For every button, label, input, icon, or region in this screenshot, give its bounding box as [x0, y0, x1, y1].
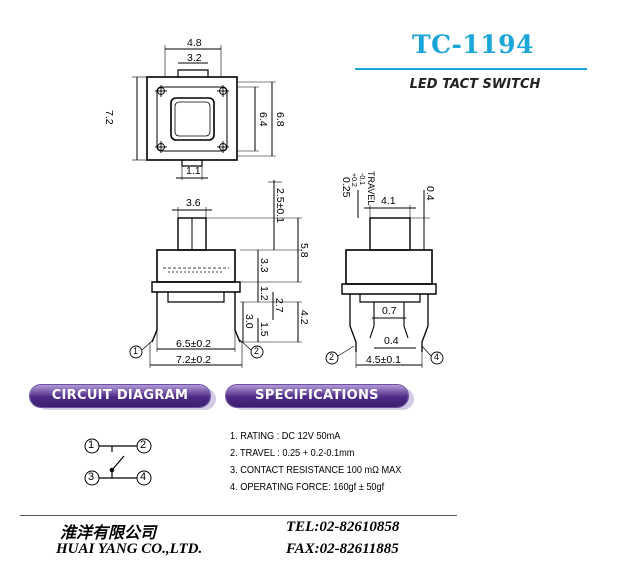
spec-item: 3. CONTACT RESISTANCE 100 mΩ MAX	[230, 465, 402, 476]
dim-lead: 0.7	[382, 305, 397, 317]
dim-pitch: 6.5±0.2	[176, 338, 211, 350]
circuit-pin-1: 1	[88, 439, 95, 451]
dim-travel-tol-minus: -0.1	[358, 173, 365, 186]
dim-height-1: 6.4	[257, 112, 269, 127]
travel-label: TRAVEL	[366, 171, 376, 206]
fax: FAX:02-82611885	[286, 541, 399, 557]
circuit-pin-2: 2	[140, 439, 147, 451]
dim-lead-thk: 0.4	[384, 335, 399, 347]
footer-divider	[20, 515, 457, 516]
spec-list: 1. RATING : DC 12V 50mA 2. TRAVEL : 0.25…	[230, 428, 401, 496]
dim-width-inner: 3.2	[187, 52, 202, 64]
side-view	[325, 190, 444, 368]
circuit-diagram-heading: CIRCUIT DIAGRAM	[30, 385, 210, 407]
spec-item: 1. RATING : DC 12V 50mA	[230, 431, 341, 442]
circuit-symbol	[84, 438, 152, 486]
dim-height-2: 6.8	[274, 112, 286, 127]
dim-a: 1.2	[258, 286, 270, 301]
dim-width-outer: 4.8	[187, 37, 202, 49]
top-view	[132, 45, 276, 180]
dim-height-outer: 7.2	[103, 110, 115, 125]
spec-item: 2. TRAVEL : 0.25 + 0.2-0.1mm	[230, 448, 355, 459]
specifications-heading: SPECIFICATIONS	[226, 385, 408, 407]
dim-stem-width: 3.6	[186, 197, 201, 209]
spec-item: 4. OPERATING FORCE: 160gf ± 50gf	[230, 482, 385, 493]
dim-stem-height: 2.5±0.1	[274, 188, 286, 223]
dim-d: 3.0	[243, 314, 255, 329]
circuit-pin-4: 4	[140, 471, 147, 483]
product-subtitle: LED TACT SWITCH	[409, 77, 541, 92]
side-pin-2-label: 2	[329, 352, 335, 362]
dim-total: 5.8	[298, 243, 310, 258]
dim-bottom: 1.1	[186, 165, 201, 177]
dim-overall: 7.2±0.2	[176, 354, 211, 366]
dim-b: 2.7	[273, 298, 285, 313]
title-underline	[355, 68, 587, 70]
circuit-pin-3: 3	[88, 471, 95, 483]
pin-1-label: 1	[133, 346, 139, 356]
telephone: TEL:02-82610858	[286, 519, 400, 535]
dim-travel-tol-plus: +0.2	[350, 173, 357, 187]
side-pin-4-label: 4	[434, 352, 440, 362]
model-title: TC-1194	[412, 30, 534, 59]
company-name-english: HUAI YANG CO.,LTD.	[56, 541, 203, 557]
pin-2-label: 2	[254, 346, 260, 356]
dim-side-stem: 4.1	[381, 195, 396, 207]
dim-body: 3.3	[258, 258, 270, 273]
dim-e: 1.5	[258, 322, 270, 337]
dim-side-pitch: 4.5±0.1	[366, 354, 401, 366]
company-name-chinese: 淮洋有限公司	[60, 523, 157, 542]
dim-c: 4.2	[298, 310, 310, 325]
front-view	[129, 180, 302, 368]
dim-side-gap: 0.4	[424, 186, 436, 201]
